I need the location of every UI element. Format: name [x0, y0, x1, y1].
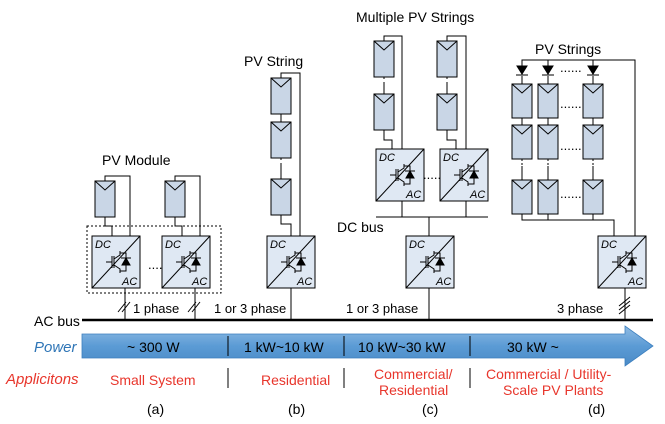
title-pv-module: PV Module — [102, 152, 171, 168]
dc-label: DC — [165, 239, 181, 251]
dots-d-mid2: ...... — [560, 138, 582, 153]
ac-bus-label: AC bus — [34, 313, 80, 329]
pv-module-c2 — [373, 93, 395, 131]
power-range-b: 1 kW~10 kW — [244, 339, 325, 355]
ac-label: AC — [191, 276, 207, 288]
pv-module-b2 — [270, 121, 292, 159]
igbt-switch-icon — [281, 251, 306, 273]
power-arrow — [81, 325, 654, 367]
wiring-c — [376, 35, 488, 320]
caption-a: (a) — [147, 401, 164, 417]
converter-d: DC AC — [597, 235, 647, 289]
app-commercial-1: Commercial/ — [374, 366, 453, 382]
application-dividers — [227, 368, 471, 388]
pv-module-c4 — [436, 93, 458, 131]
power-range-d: 30 kW ~ — [507, 339, 559, 355]
ac-label: AC — [627, 276, 643, 288]
converter-c1: DC AC — [375, 148, 425, 202]
pv-module-b3 — [270, 178, 292, 216]
igbt-switch-icon — [612, 251, 637, 273]
pv-module-c3 — [436, 40, 458, 78]
title-pv-strings: PV Strings — [535, 41, 601, 57]
dc-label: DC — [270, 239, 286, 251]
ac-label: AC — [469, 189, 485, 201]
bypass-diodes — [516, 65, 599, 76]
caption-d: (d) — [588, 401, 605, 417]
converter-a2: DC AC — [161, 235, 211, 289]
converter-b: DC AC — [266, 235, 316, 289]
app-small-system: Small System — [110, 372, 196, 388]
module-inverter-group — [86, 225, 222, 294]
dc-label: DC — [95, 239, 111, 251]
title-pv-string: PV String — [244, 53, 303, 69]
caption-c: (c) — [422, 401, 438, 417]
dc-bus-label: DC bus — [337, 219, 384, 235]
power-range-c: 10 kW~30 kW — [358, 339, 446, 355]
title-multiple-pv-strings: Multiple PV Strings — [356, 9, 474, 25]
dc-label: DC — [601, 239, 617, 251]
wiring-d — [521, 59, 636, 320]
phase-label-d: 3 phase — [557, 301, 603, 316]
converter-c-inverter: DC AC — [405, 235, 455, 289]
dots-d-bot: ...... — [560, 186, 582, 201]
ac-label: AC — [296, 276, 312, 288]
dc-label: DC — [409, 239, 425, 251]
app-utility-2: Scale PV Plants — [503, 382, 603, 398]
igbt-switch-icon — [106, 251, 131, 273]
ac-label: AC — [435, 276, 451, 288]
pv-module-a1 — [94, 180, 116, 218]
pv-module-c1 — [373, 40, 395, 78]
dots-d-mid: ...... — [560, 96, 582, 111]
dots-c: ...... — [423, 167, 445, 182]
app-utility-1: Commercial / Utility- — [486, 366, 612, 382]
dc-label: DC — [443, 152, 459, 164]
igbt-switch-icon — [454, 164, 479, 186]
igbt-switch-icon — [420, 251, 445, 273]
phase-label-b: 1 or 3 phase — [214, 301, 286, 316]
ac-label: AC — [405, 189, 421, 201]
applications-label: Applicitons — [5, 371, 79, 388]
converter-blocks: DC AC DC AC DC AC DC AC DC AC DC AC DC AC — [91, 148, 647, 289]
pv-module-a2 — [164, 180, 186, 218]
power-range-a: ~ 300 W — [127, 339, 180, 355]
dots-d-top: ...... — [560, 60, 582, 75]
power-dividers — [227, 336, 471, 356]
phase-ticks — [117, 296, 631, 315]
phase-label-a: 1 phase — [133, 301, 179, 316]
dc-label: DC — [379, 152, 395, 164]
wiring-b — [280, 72, 301, 320]
app-residential: Residential — [261, 372, 330, 388]
pv-module-b1 — [270, 77, 292, 115]
app-commercial-2: Residential — [379, 382, 448, 398]
pv-array-d — [511, 83, 604, 215]
phase-label-c: 1 or 3 phase — [346, 301, 418, 316]
igbt-switch-icon — [176, 251, 201, 273]
igbt-switch-icon — [390, 164, 415, 186]
caption-b: (b) — [288, 401, 305, 417]
converter-c2: DC AC — [439, 148, 489, 202]
power-label: Power — [34, 339, 78, 356]
converter-a1: DC AC — [91, 235, 141, 289]
ac-label: AC — [121, 276, 137, 288]
